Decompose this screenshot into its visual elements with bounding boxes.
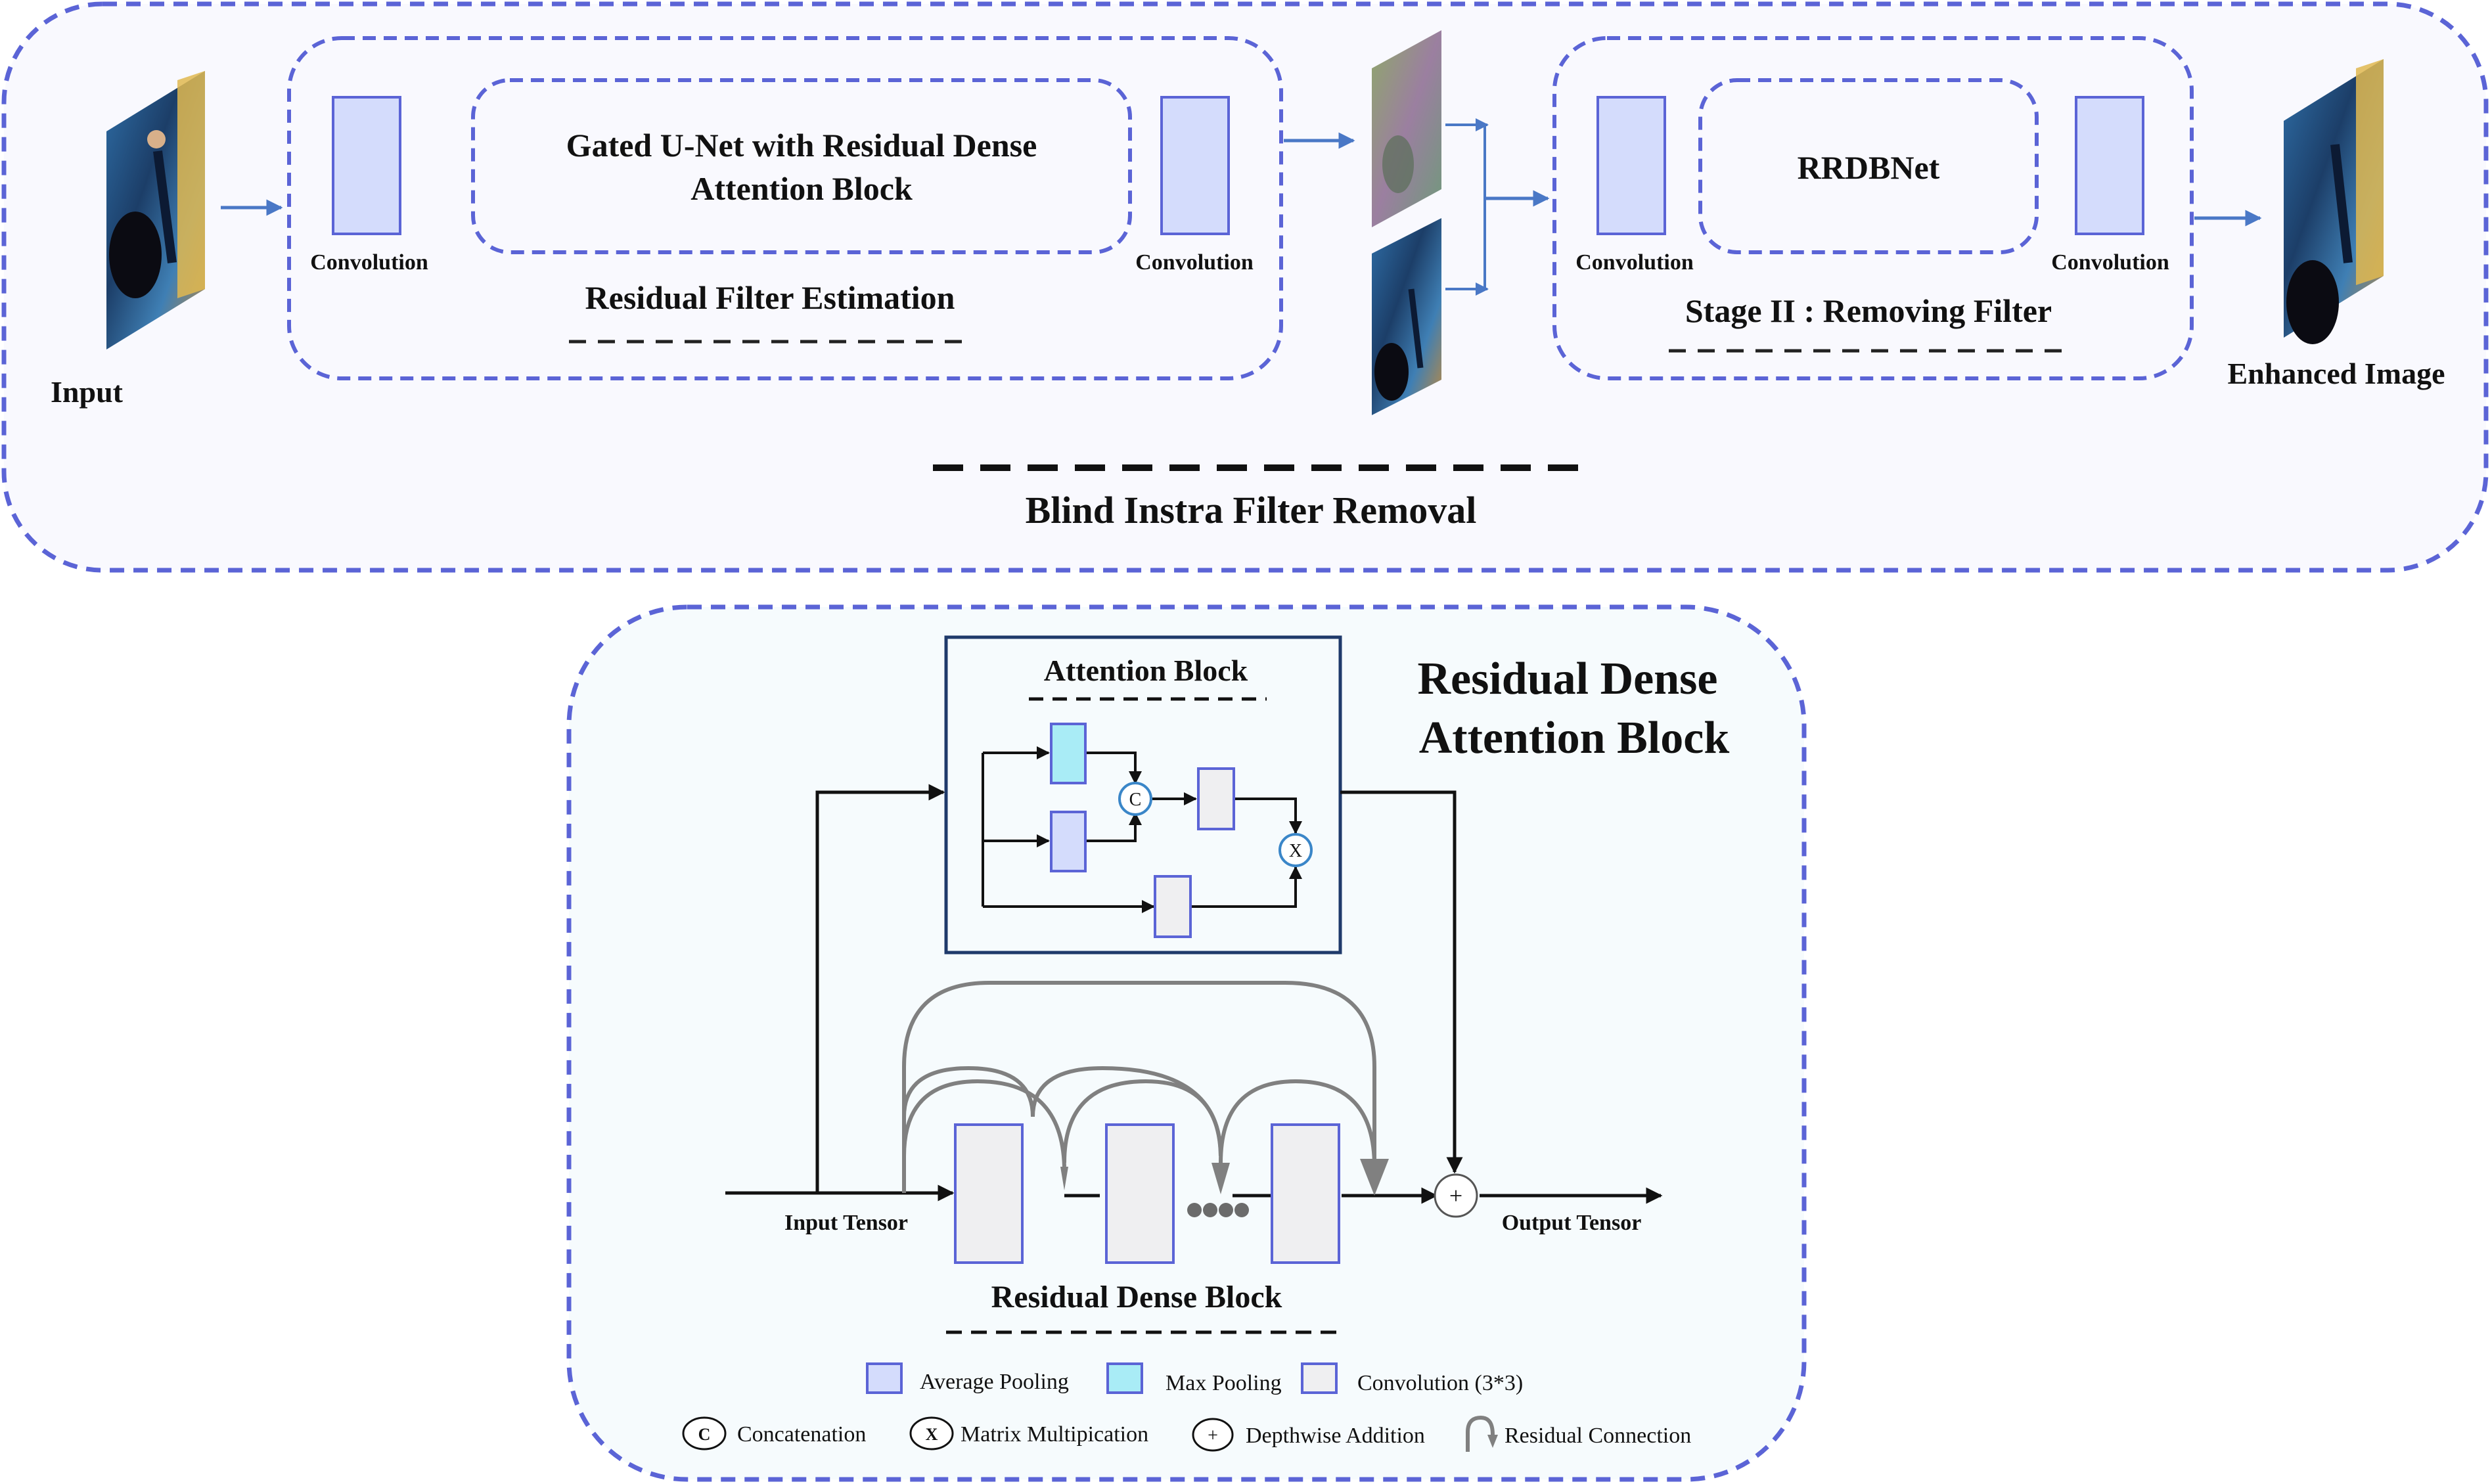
residual-connection-arrowhead bbox=[1487, 1435, 1498, 1448]
rdab-title-line2: Attention Block bbox=[1419, 713, 1730, 763]
filter-image bbox=[1372, 30, 1441, 227]
rdb-title: Residual Dense Block bbox=[991, 1280, 1282, 1315]
rdb-block-1 bbox=[954, 1123, 1024, 1264]
residual-filter-estimation-title: Residual Filter Estimation bbox=[585, 279, 955, 316]
legend-depthwise-symbol: + bbox=[1208, 1426, 1218, 1446]
overall-title: Blind Instra Filter Removal bbox=[1026, 489, 1477, 531]
legend: Average Pooling Max Pooling Convolution … bbox=[682, 1362, 1691, 1452]
legend-average-pooling-label: Average Pooling bbox=[920, 1370, 1069, 1394]
removing-filter-title: Stage II : Removing Filter bbox=[1685, 292, 2052, 329]
legend-depthwise-label: Depthwise Addition bbox=[1246, 1424, 1425, 1448]
multiply-symbol: X bbox=[1289, 841, 1302, 861]
attention-convolution-2 bbox=[1154, 875, 1192, 938]
stage1-left-convolution bbox=[332, 96, 401, 235]
input-tensor-label: Input Tensor bbox=[784, 1211, 908, 1235]
attention-max-pooling bbox=[1050, 723, 1087, 784]
dense-residual-arcs bbox=[902, 981, 1389, 1196]
legend-convolution-label: Convolution (3*3) bbox=[1357, 1371, 1523, 1395]
rdab-title-line1: Residual Dense bbox=[1418, 654, 1718, 704]
attention-average-pooling bbox=[1050, 811, 1087, 872]
gated-unet-label-line1: Gated U-Net with Residual Dense bbox=[566, 127, 1037, 164]
input-image bbox=[106, 71, 205, 349]
enhanced-image bbox=[2284, 59, 2384, 344]
legend-max-pooling-label: Max Pooling bbox=[1166, 1371, 1282, 1395]
rdb-block-2 bbox=[1105, 1123, 1175, 1264]
legend-concatenation-symbol: C bbox=[698, 1425, 711, 1444]
legend-convolution-swatch bbox=[1301, 1362, 1338, 1394]
attention-convolution-1 bbox=[1197, 767, 1235, 830]
stage2-right-convolution-label: Convolution bbox=[2051, 250, 2169, 275]
blind-filter-removal-panel bbox=[1, 1, 2489, 573]
stage1-right-convolution-label: Convolution bbox=[1135, 250, 1254, 275]
stage2-left-convolution-label: Convolution bbox=[1575, 250, 1694, 275]
concatenation-symbol: C bbox=[1129, 790, 1142, 810]
gated-unet-label-line2: Attention Block bbox=[690, 170, 913, 207]
matrix-multiplication-node: X bbox=[1279, 833, 1313, 867]
legend-average-pooling-swatch bbox=[866, 1362, 903, 1394]
legend-matrix-mult-icon bbox=[909, 1416, 954, 1450]
enhanced-image-label: Enhanced Image bbox=[2228, 357, 2445, 390]
legend-depthwise-icon bbox=[1192, 1418, 1234, 1452]
stage1-right-convolution bbox=[1160, 96, 1230, 235]
merge-arrows bbox=[1445, 118, 1550, 296]
depthwise-addition-node: + bbox=[1434, 1173, 1478, 1218]
add-symbol: + bbox=[1449, 1182, 1462, 1209]
main-flow-lines bbox=[725, 784, 1663, 1204]
stage2-left-convolution bbox=[1596, 96, 1666, 235]
input-label: Input bbox=[51, 375, 124, 409]
rdab-panel bbox=[566, 604, 1807, 1482]
legend-max-pooling-swatch bbox=[1106, 1362, 1143, 1394]
rdb-block-n bbox=[1271, 1123, 1340, 1264]
legend-matrix-mult-label: Matrix Multipication bbox=[961, 1422, 1148, 1447]
residual-connection-icon bbox=[1466, 1415, 1495, 1452]
rrdbnet-label: RRDBNet bbox=[1798, 149, 1940, 186]
residual-filter-estimation-box bbox=[287, 36, 1283, 380]
attention-connections bbox=[982, 746, 1302, 913]
legend-residual-label: Residual Connection bbox=[1505, 1424, 1691, 1448]
legend-concatenation-label: Concatenation bbox=[737, 1422, 866, 1447]
legend-matrix-mult-symbol: X bbox=[926, 1425, 938, 1444]
legend-concatenation-icon bbox=[682, 1416, 727, 1450]
rdb-ellipsis bbox=[1187, 1203, 1249, 1217]
attention-block-title: Attention Block bbox=[1044, 654, 1248, 687]
stage2-right-convolution bbox=[2075, 96, 2144, 235]
filtered-input-image bbox=[1372, 218, 1441, 415]
stage2-removing-filter-box bbox=[1552, 36, 2194, 380]
concatenation-node: C bbox=[1118, 782, 1152, 816]
stage1-left-convolution-label: Convolution bbox=[310, 250, 428, 275]
output-tensor-label: Output Tensor bbox=[1502, 1211, 1642, 1235]
rrdbnet-block bbox=[1698, 78, 2039, 254]
